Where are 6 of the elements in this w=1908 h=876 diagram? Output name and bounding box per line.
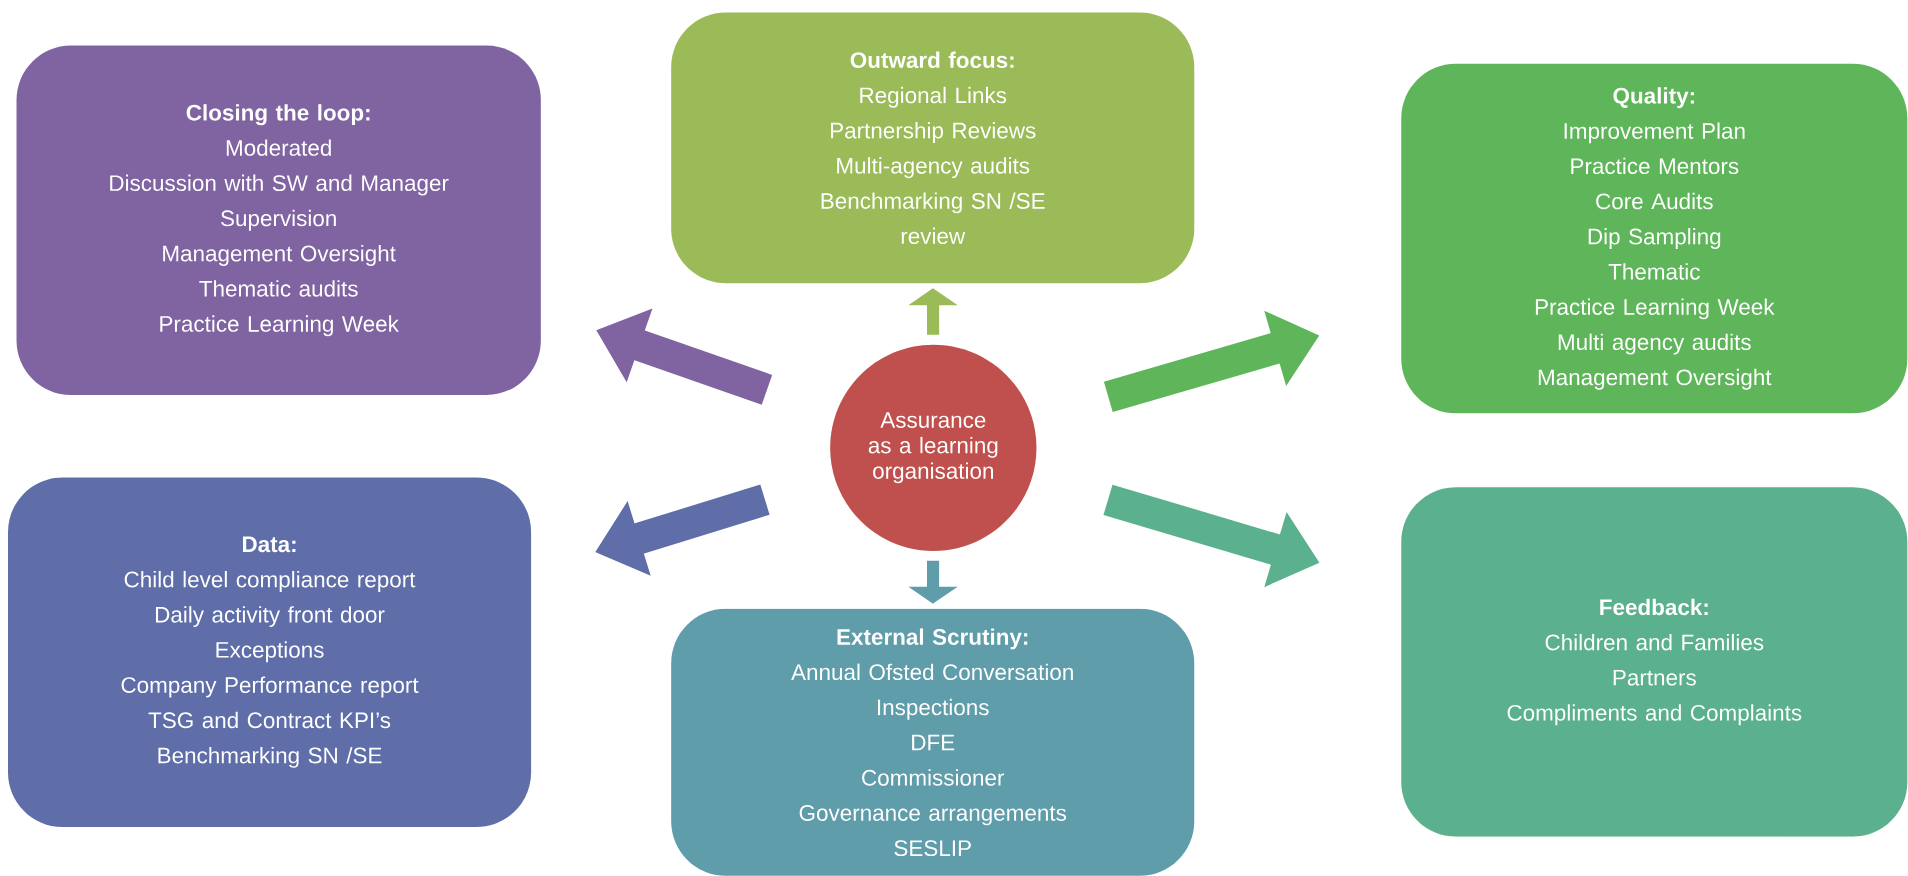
category-box: Quality: Improvement Plan Practice Mentors Core Audits Dip Sampling Thematic Practice Learning Week Multi agency audits Management Oversight	[1401, 63, 1908, 414]
category-box: Data: Child level compliance report Daily activity front door Exceptions Company Performance report TSG and Contract KPI’s Benchmarking SN /SE	[8, 477, 532, 827]
category-box: External Scrutiny: Annual Ofsted Conversation Inspections DFE Commissioner Governance arrangements SESLIP	[671, 608, 1195, 876]
category-box: Feedback: Children and Families Partners Compliments and Complaints	[1401, 487, 1908, 837]
category-box: Outward focus: Regional Links Partnership Reviews Multi-agency audits Benchmarking SN /SE review	[671, 12, 1195, 284]
category-box: Closing the loop: Moderated Discussion with SW and Manager Supervision Management Oversight Thematic audits Practice Learning Week	[16, 45, 541, 395]
